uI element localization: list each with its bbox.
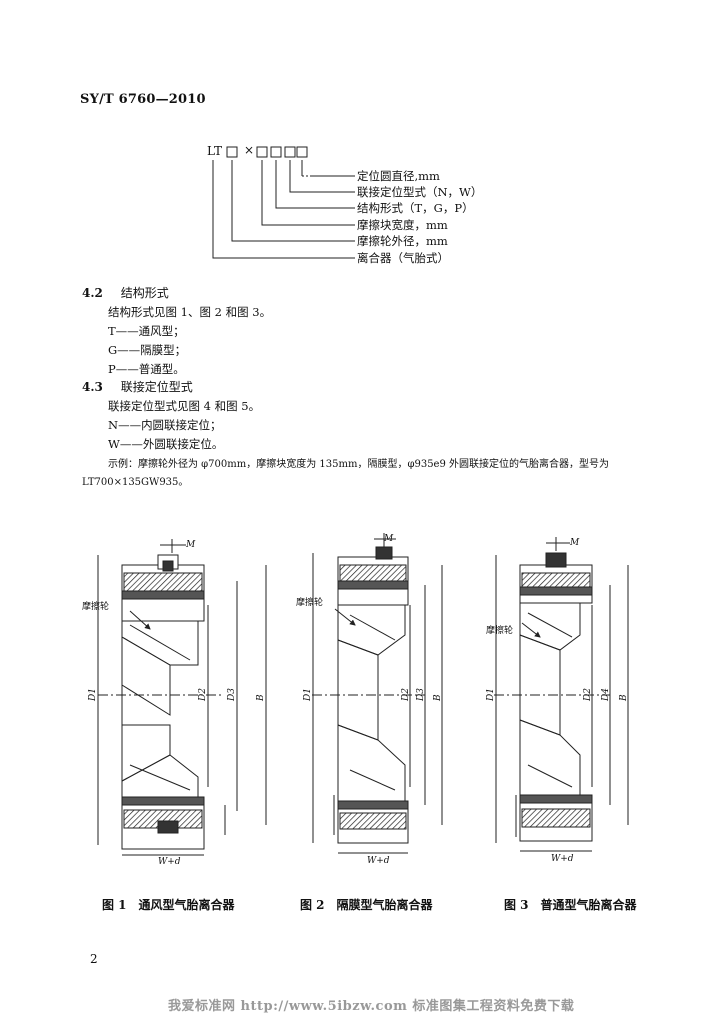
example-line: LT700×135GW935。 [82,477,189,488]
dim-label: B [619,694,629,702]
section-4-2-heading: 4.2 结构形式 [82,284,169,303]
page-number: 2 [90,952,98,966]
section-4-2-line: P——普通型。 [108,362,185,376]
dim-label: W+d [551,854,574,864]
figure-3-drawing [494,537,629,852]
section-number: 4.3 [82,380,103,394]
dim-label: W+d [367,856,390,865]
friction-wheel-label: 摩擦轮 [486,624,513,636]
section-number: 4.2 [82,286,103,300]
dim-label: D2 [198,688,208,702]
figure-1-drawing [97,539,267,856]
dim-label: D1 [303,688,313,702]
figure-3-caption: 图 3 普通型气胎离合器 [504,898,637,912]
dim-label: B [256,694,266,702]
friction-wheel-label: 摩擦轮 [296,596,323,608]
dim-label: D4 [601,688,611,702]
model-prefix: LT [207,144,222,158]
figure-2-caption: 图 2 隔膜型气胎离合器 [300,898,433,912]
dim-label: D1 [486,688,496,702]
section-title: 联接定位型式 [120,380,193,394]
figure-1-labels: M 摩擦轮 D1 D2 D3 B W+d [82,540,266,865]
standard-code: SY/T 6760—2010 [80,92,206,107]
friction-wheel-label: 摩擦轮 [82,600,109,612]
figure-2-drawing [312,533,443,854]
code-label-structure-type: 结构形式（T，G，P） [357,201,474,215]
section-4-3-heading: 4.3 联接定位型式 [82,378,193,397]
section-4-3-line: 联接定位型式见图 4 和图 5。 [108,399,261,413]
code-label-locating-diameter: 定位圆直径,mm [357,169,440,183]
code-label-wheel-diameter: 摩擦轮外径，mm [357,234,448,248]
dim-label: B [433,694,443,702]
code-label-block-width: 摩擦块宽度，mm [357,218,448,232]
code-label-clutch-type: 离合器（气胎式） [357,251,449,265]
dim-label: D3 [416,688,426,702]
model-code-lines [212,146,355,259]
figure-2-labels: M 摩擦轮 D1 D2 D3 B W+d [296,534,443,865]
section-4-3-line: W——外圆联接定位。 [108,437,224,451]
figure-1-caption: 图 1 通风型气胎离合器 [102,898,235,912]
dim-label: W+d [158,857,181,865]
section-title: 结构形式 [120,286,169,300]
figure-3-labels: M 摩擦轮 D1 D2 D4 B W+d [486,538,629,864]
multiply-sign: × [244,143,255,157]
footer-watermark: 我爱标准网 http://www.5ibzw.com 标准图集工程资料免费下载 [168,999,575,1014]
dim-label: D2 [401,688,411,702]
example-line: 示例：摩擦轮外径为 φ700mm，摩擦块宽度为 135mm，隔膜型，φ935e9… [108,459,610,470]
section-4-2-line: T——通风型； [108,324,185,338]
dim-label: M [383,534,394,544]
section-4-3-line: N——内圆联接定位； [108,418,222,432]
dim-label: D2 [583,688,593,702]
dim-label: M [185,540,196,550]
dim-label: D1 [88,688,98,702]
dim-label: D3 [227,688,237,702]
code-label-connection-type: 联接定位型式（N，W） [357,185,483,199]
section-4-2-line: G——隔膜型； [108,343,187,357]
section-4-2-line: 结构形式见图 1、图 2 和图 3。 [108,305,272,319]
dim-label: M [569,538,580,548]
figures-drawing: M 摩擦轮 D1 D2 D3 B W+d M 摩擦轮 D1 [82,533,629,865]
